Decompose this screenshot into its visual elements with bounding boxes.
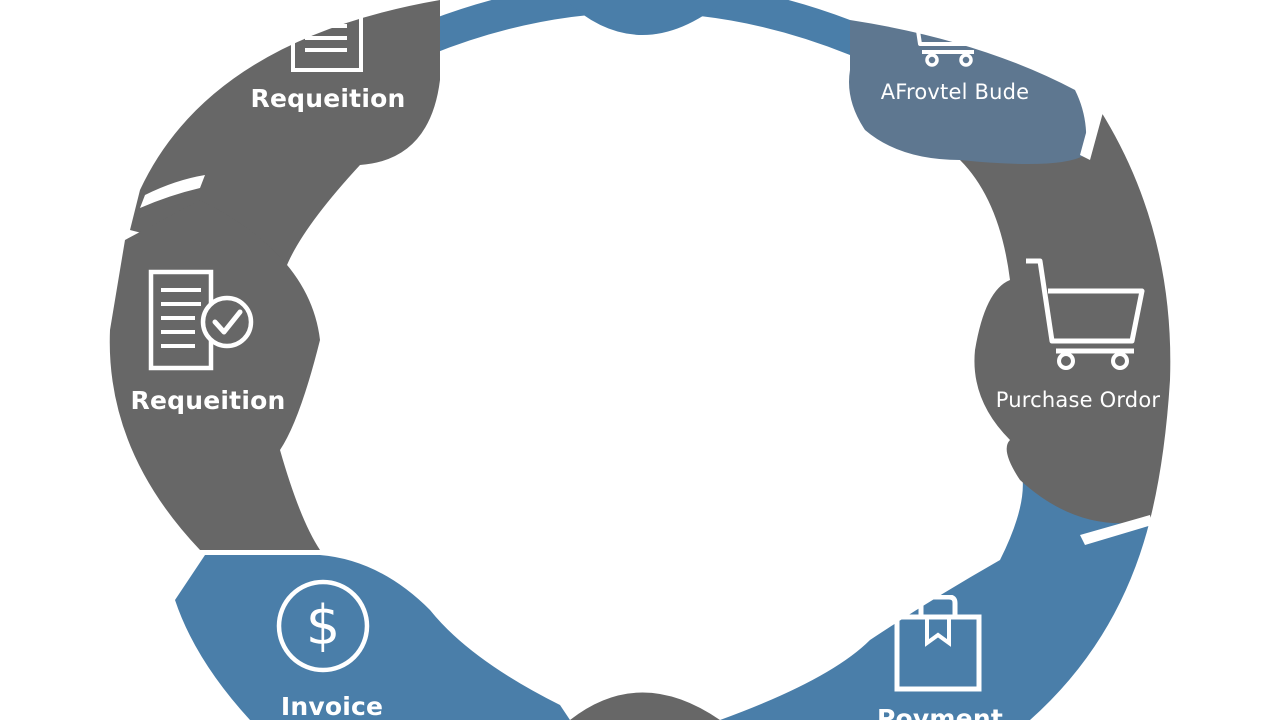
ring-separator xyxy=(1080,100,1105,160)
svg-text:$: $ xyxy=(306,594,340,657)
shopping-cart-icon xyxy=(1020,255,1150,375)
segment-label-approval: AFrovtel Bude xyxy=(880,80,1030,104)
ring-segment-approval xyxy=(849,20,1087,164)
ring-separator xyxy=(140,175,205,208)
segment-label-requisition-left: Requeition xyxy=(130,386,286,415)
segment-label-purchase-order: Purchase Ordor xyxy=(995,388,1161,412)
segment-label-payment: Povment xyxy=(877,704,1003,720)
dollar-circle-icon: $ xyxy=(275,578,371,674)
document-icon xyxy=(285,0,369,76)
ring-segment-requisition-left xyxy=(109,200,320,550)
ring-segment-purchase-order xyxy=(960,110,1171,524)
segment-label-invoice: Invoice xyxy=(280,692,384,720)
segment-label-requisition-top: Requeition xyxy=(250,84,406,113)
shopping-bag-icon xyxy=(893,595,983,693)
ring-segment-top xyxy=(430,0,850,55)
ring-segment-bottom xyxy=(570,692,720,720)
ring-separator xyxy=(1080,515,1152,545)
ring-cap-top xyxy=(565,0,725,35)
ring-segment-invoice xyxy=(175,555,570,720)
ring-segment-payment xyxy=(720,450,1150,720)
document-check-icon xyxy=(145,268,257,374)
shopping-cart-icon xyxy=(900,0,990,70)
